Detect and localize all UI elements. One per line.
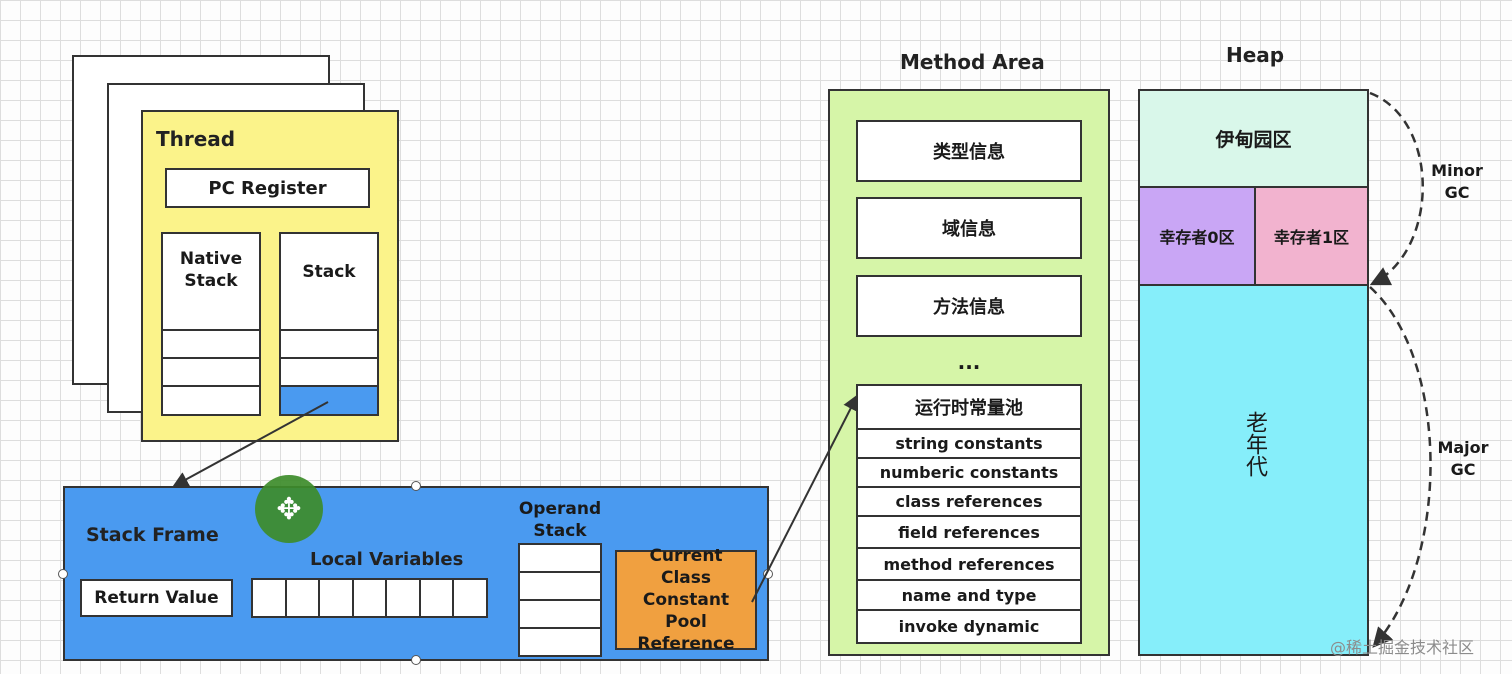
- stack-frame-title: Stack Frame: [86, 524, 219, 546]
- pool-row-field-references: field references: [856, 515, 1082, 549]
- operand-stack: [518, 543, 602, 657]
- runtime-constant-pool: 运行时常量池 string constants numberic constan…: [856, 384, 1082, 646]
- local-variable-slot: [287, 580, 321, 616]
- move-cursor-icon: ✥: [276, 491, 302, 527]
- pool-reference-arrow: [751, 394, 858, 603]
- native-stack-slot: [163, 329, 259, 357]
- operand-stack-slot: [520, 571, 600, 599]
- thread-title: Thread: [156, 127, 236, 151]
- local-variables-array: [251, 578, 488, 618]
- native-stack: Native Stack: [161, 232, 261, 416]
- native-stack-slot: [163, 385, 259, 414]
- local-variables-label: Local Variables: [310, 549, 464, 570]
- type-info: 类型信息: [856, 120, 1082, 182]
- pc-register: PC Register: [165, 168, 370, 208]
- operand-stack-label: Operand Stack: [518, 499, 602, 541]
- selection-handle[interactable]: [411, 481, 421, 491]
- stack-frame: Stack Frame Local Variables Return Value…: [63, 486, 769, 661]
- java-stack-label: Stack: [302, 262, 356, 282]
- java-stack-slot: [281, 357, 377, 385]
- heap: 伊甸园区 幸存者0区 幸存者1区 老年代: [1138, 89, 1369, 656]
- minor-gc-arrow: [1369, 91, 1424, 286]
- java-stack-slot: [281, 329, 377, 357]
- pool-row-method-references: method references: [856, 547, 1082, 581]
- local-variable-slot: [320, 580, 354, 616]
- selection-handle[interactable]: [58, 569, 68, 579]
- java-stack: Stack: [279, 232, 379, 416]
- local-variable-slot: [354, 580, 388, 616]
- operand-stack-slot: [520, 599, 600, 627]
- return-value: Return Value: [80, 579, 233, 617]
- stack-to-frame-arrow: [172, 401, 329, 487]
- method-area-ellipsis: ...: [957, 350, 981, 374]
- old-generation-label: 老年代: [1242, 411, 1267, 477]
- major-gc-label: Major GC: [1437, 438, 1489, 479]
- pool-row-class-references: class references: [856, 486, 1082, 517]
- heap-title: Heap: [1226, 43, 1285, 67]
- move-cursor-highlight: [255, 475, 323, 543]
- eden-space: 伊甸园区: [1140, 91, 1367, 188]
- selection-handle[interactable]: [411, 655, 421, 665]
- local-variable-slot: [387, 580, 421, 616]
- native-stack-label: Native Stack: [179, 249, 243, 291]
- watermark: @稀土掘金技术社区: [1330, 638, 1475, 657]
- thread-box: Thread PC Register Native Stack Stack: [141, 110, 399, 442]
- constant-pool-reference: Current Class Constant Pool Reference: [615, 546, 757, 654]
- pool-row-string-constants: string constants: [856, 428, 1082, 459]
- method-info: 方法信息: [856, 275, 1082, 337]
- pool-row-invoke-dynamic: invoke dynamic: [856, 609, 1082, 644]
- survivor-1-space: 幸存者1区: [1256, 188, 1367, 286]
- local-variable-slot: [421, 580, 455, 616]
- local-variable-slot: [253, 580, 287, 616]
- field-info: 域信息: [856, 197, 1082, 259]
- minor-gc-label: Minor GC: [1431, 161, 1483, 202]
- survivor-0-space: 幸存者0区: [1140, 188, 1256, 286]
- native-stack-slot: [163, 357, 259, 385]
- method-area: 类型信息 域信息 方法信息 ... 运行时常量池 string constant…: [828, 89, 1110, 656]
- java-stack-current-frame: [281, 385, 377, 414]
- operand-stack-slot: [520, 627, 600, 655]
- method-area-title: Method Area: [900, 50, 1045, 74]
- old-generation-space: 老年代: [1140, 286, 1367, 654]
- major-gc-arrow: [1369, 286, 1432, 648]
